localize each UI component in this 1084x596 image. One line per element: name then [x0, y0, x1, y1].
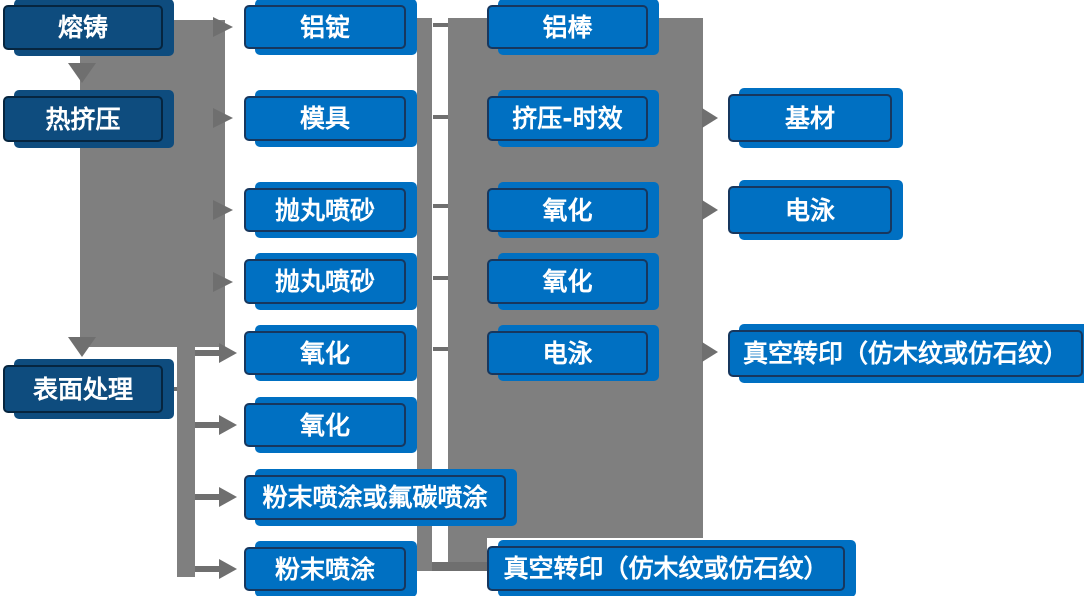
connector-bar-surface-treatment [177, 345, 195, 577]
node-oxidation-c2-2: 氧化 [244, 403, 406, 447]
connector-line-row2 [433, 115, 448, 119]
node-shot-blasting-1: 抛丸喷砂 [244, 188, 406, 232]
node-melting: 熔铸 [3, 5, 163, 50]
node-oxidation-c3-1: 氧化 [487, 188, 648, 232]
arrow-to-mold-icon [213, 108, 233, 128]
arrow-down-to-surface-treatment-icon [68, 337, 96, 357]
arrow-to-oxidation-1-icon [219, 343, 237, 363]
node-mold: 模具 [244, 96, 406, 141]
node-shot-blasting-2: 抛丸喷砂 [244, 259, 406, 304]
connector-band-left [80, 20, 225, 347]
arrow-to-electrophoresis-icon [702, 200, 718, 220]
connector-stub-powder [195, 566, 221, 572]
node-powder-or-fluorocarbon-spray: 粉末喷涂或氟碳喷涂 [244, 475, 506, 520]
arrow-to-powder-spray-icon [219, 559, 237, 579]
connector-line-surface-treatment [163, 387, 177, 391]
connector-line-row1 [433, 23, 448, 27]
node-electrophoresis-c3: 电泳 [487, 331, 648, 375]
connector-bar-middle [417, 18, 432, 571]
connector-stub-powder-fluorocarbon [195, 494, 221, 500]
node-electrophoresis-c4: 电泳 [728, 186, 892, 234]
node-oxidation-c3-2: 氧化 [487, 259, 648, 304]
arrow-down-to-hot-extrusion-icon [68, 63, 96, 83]
arrow-to-substrate-icon [702, 108, 718, 128]
node-aluminum-rod: 铝棒 [487, 5, 648, 49]
node-vacuum-transfer-c4: 真空转印（仿木纹或仿石纹） [728, 330, 1083, 377]
connector-line-bottom [432, 562, 487, 571]
arrow-to-oxidation-2-icon [219, 415, 237, 435]
node-aluminum-ingot: 铝锭 [244, 5, 406, 49]
connector-stub-oxidation-1 [195, 350, 221, 356]
arrow-to-shot-blasting-2-icon [213, 272, 233, 292]
node-vacuum-transfer-c3: 真空转印（仿木纹或仿石纹） [487, 546, 845, 591]
node-substrate: 基材 [728, 94, 892, 142]
node-hot-extrusion: 热挤压 [3, 96, 163, 142]
arrow-to-shot-blasting-1-icon [213, 200, 233, 220]
arrow-to-vacuum-transfer-icon [702, 342, 718, 362]
connector-line-row3 [433, 204, 448, 208]
arrow-to-powder-fluorocarbon-icon [219, 487, 237, 507]
connector-line-row5 [433, 347, 448, 351]
node-oxidation-c2-1: 氧化 [244, 331, 406, 375]
node-extrusion-aging: 挤压-时效 [487, 96, 648, 141]
connector-stub-oxidation-2 [195, 422, 221, 428]
connector-line-row4 [433, 276, 448, 280]
node-surface-treatment: 表面处理 [3, 365, 163, 413]
arrow-to-aluminum-ingot-icon [213, 17, 233, 37]
node-powder-spray: 粉末喷涂 [244, 547, 406, 591]
